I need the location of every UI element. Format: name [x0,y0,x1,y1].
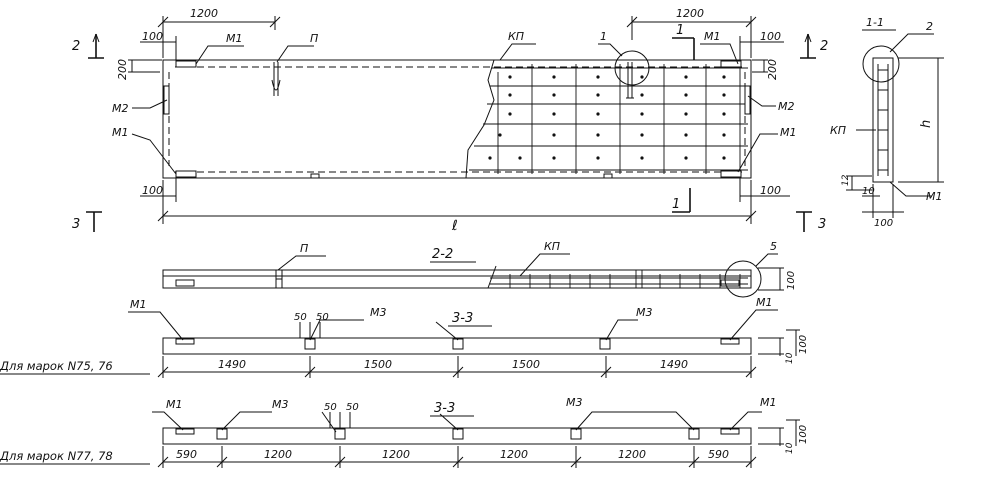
label-kp-s22: КП [544,240,560,253]
plate-small-bottom-left [310,173,320,179]
label-p-plan: П [310,32,318,45]
section-1-1: 1-1 2 КП h 12 10 100 M1 [830,16,944,229]
span-77-6: 590 [708,448,729,461]
label-m3-75-a: M3 [370,306,387,319]
dim-100-s11: 100 [874,218,893,229]
label-m2-right: M2 [778,100,795,113]
cut-1-top: 1 [676,23,684,38]
dim-1200-right: 1200 [676,7,704,20]
cut-3-right: 3 [818,217,826,232]
plate-m1-bottom-right [720,170,742,178]
plan-view: 1200 1200 100 100 100 100 200 200 ℓ M1 M… [72,7,828,234]
dim-height: h [919,120,934,128]
dim-12-s11: 12 [841,174,851,186]
cut-2-right: 2 [820,39,828,54]
dim-100-77: 100 [798,425,809,444]
dim-10-77: 10 [785,442,795,454]
label-m1-77-left: M1 [166,398,183,411]
plate-m2-right [744,85,751,115]
label-m1-top-left: M1 [226,32,243,45]
label-detail-5: 5 [770,240,777,253]
label-m1-top-right: M1 [704,30,721,43]
span-77-1: 590 [176,448,197,461]
section-3-3-title-b: 3-3 [434,401,455,416]
section-3-3-marks-75-76: Для марок N75, 76 3-3 M1 M3 M3 M1 50 50 … [0,296,809,378]
label-m1-left: M1 [112,126,129,139]
detail-circle-2 [862,45,900,83]
span-77-3: 1200 [382,448,410,461]
span-75-1: 1490 [218,358,246,371]
label-m3-75-b: M3 [636,306,653,319]
plate-m1-top-left [175,60,197,68]
label-m1-75-left: M1 [130,298,147,311]
dim-10-s11: 10 [862,186,875,197]
dim-100-bottom-right: 100 [760,184,781,197]
plate-small-bottom [603,173,613,179]
dim-1200-left: 1200 [190,7,218,20]
dim-200-left: 200 [116,59,129,80]
label-kp-s11: КП [830,124,846,137]
label-detail-2: 2 [926,20,933,33]
dim-50-b-75: 50 [316,312,329,323]
span-75-3: 1500 [512,358,540,371]
plate-m1-bottom-left [175,170,197,178]
span-77-2: 1200 [264,448,292,461]
lifting-loop-right [626,62,634,99]
span-75-2: 1500 [364,358,392,371]
row-label-77-78: Для марок N77, 78 [0,449,113,463]
label-m1-right: M1 [780,126,797,139]
label-p-s22: П [300,242,308,255]
dim-100-bottom-left: 100 [142,184,163,197]
dim-200-right: 200 [766,59,779,80]
span-75-4: 1490 [660,358,688,371]
detail-circle-1 [614,50,650,86]
label-detail-1: 1 [600,30,607,43]
plate-m1-top-right [720,60,742,68]
cut-1-bottom: 1 [672,197,680,212]
section-2-2: 2-2 П КП 5 100 [162,240,797,298]
dim-100-top-left: 100 [142,30,163,43]
dim-100-top-right: 100 [760,30,781,43]
label-m1-75-right: M1 [756,296,773,309]
detail-circle-5 [724,260,762,298]
label-m3-77-a: M3 [272,398,289,411]
reinforcing-mesh [469,64,748,174]
lifting-loop-left [271,62,281,96]
label-m3-77-b: M3 [566,396,583,409]
dim-100-75: 100 [798,335,809,354]
label-m2-left: M2 [112,102,129,115]
label-kp-plan: КП [508,30,524,43]
dim-50-b-77: 50 [346,402,359,413]
dim-50-a-77: 50 [324,402,337,413]
section-3-3-title-a: 3-3 [452,311,473,326]
dim-length: ℓ [451,218,458,234]
span-77-4: 1200 [500,448,528,461]
row-label-75-76: Для марок N75, 76 [0,359,113,373]
cut-3-left: 3 [72,217,80,232]
section-3-3-marks-77-78: Для марок N77, 78 3-3 M1 M3 M3 M1 50 50 … [0,396,809,468]
section-2-2-title: 2-2 [432,247,453,262]
dim-10-75: 10 [785,352,795,364]
span-77-5: 1200 [618,448,646,461]
cut-2-left: 2 [72,39,80,54]
dim-50-a-75: 50 [294,312,307,323]
label-m1-77-right: M1 [760,396,777,409]
section-1-1-title: 1-1 [866,16,884,29]
label-m1-s11: M1 [926,190,943,203]
dim-100-s22: 100 [786,271,797,290]
